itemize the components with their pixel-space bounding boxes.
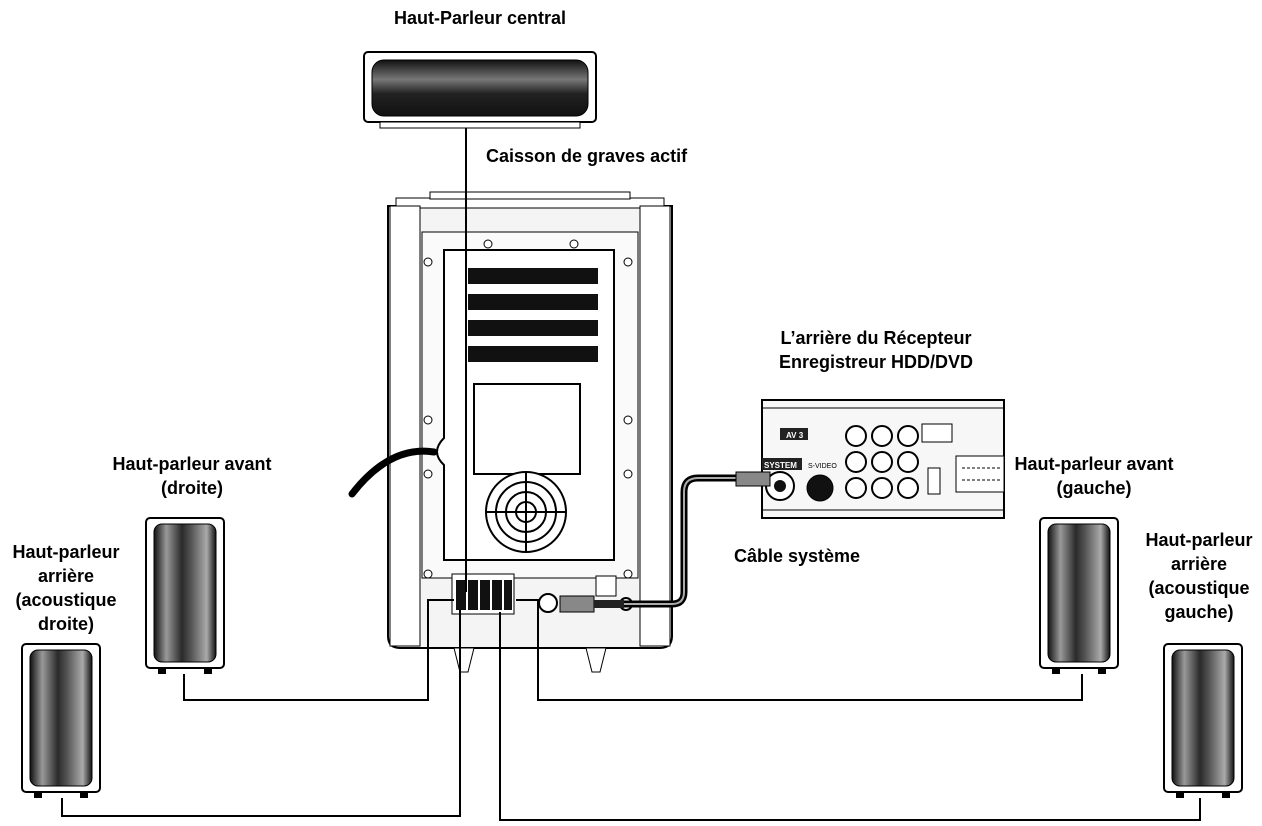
speaker-terminals bbox=[451, 573, 515, 615]
center-speaker bbox=[363, 51, 597, 129]
front-right-label-line1: Haut-parleur avant bbox=[112, 454, 272, 474]
subwoofer-label: Caisson de graves actif bbox=[486, 146, 688, 166]
wire-rear-left bbox=[499, 612, 1201, 821]
receiver-label-line2: Enregistreur HDD/DVD bbox=[778, 352, 974, 372]
rear-left-label-line2: arrière bbox=[1170, 554, 1228, 574]
av-jack-text: AV 3 bbox=[786, 431, 804, 440]
rear-left-label-line1: Haut-parleur bbox=[1145, 530, 1253, 550]
front-right-speaker bbox=[145, 517, 225, 674]
front-left-label: Haut-parleur avant (gauche) bbox=[994, 452, 1194, 500]
rear-left-label: Haut-parleur arrière (acoustique gauche) bbox=[1136, 528, 1262, 624]
rear-right-speaker bbox=[21, 643, 101, 798]
system-jack-text: SYSTEM bbox=[764, 461, 797, 470]
center-speaker-label: Haut-Parleur central bbox=[393, 8, 567, 28]
svideo-jack-text: S-VIDEO bbox=[808, 463, 837, 470]
front-left-label-line1: Haut-parleur avant bbox=[1014, 454, 1174, 474]
rca-jacks bbox=[845, 425, 919, 499]
front-left-speaker bbox=[1039, 517, 1119, 674]
rear-left-speaker bbox=[1163, 643, 1243, 798]
rear-left-label-line4: gauche) bbox=[1164, 602, 1234, 622]
rear-right-label-line3: (acoustique bbox=[15, 590, 117, 610]
system-cable-label: Câble système bbox=[734, 546, 861, 566]
receiver-label: L’arrière du Récepteur Enregistreur HDD/… bbox=[746, 326, 1006, 374]
rear-right-label-line4: droite) bbox=[38, 614, 94, 634]
screws bbox=[423, 239, 633, 579]
rear-left-label-line3: (acoustique bbox=[1148, 578, 1250, 598]
wire-rear-right bbox=[61, 610, 461, 817]
wire-front-left bbox=[516, 599, 1083, 701]
power-cord bbox=[348, 447, 438, 498]
front-right-label-line2: (droite) bbox=[161, 478, 223, 498]
vent-slots bbox=[468, 268, 598, 362]
rear-right-label-line1: Haut-parleur bbox=[12, 542, 120, 562]
fan-grill bbox=[485, 471, 567, 553]
receiver-rear-panel: AV 3 SYSTEM S-VIDEO bbox=[761, 399, 1005, 519]
system-cable bbox=[559, 471, 771, 613]
receiver-label-line1: L’arrière du Récepteur bbox=[780, 328, 972, 348]
rear-right-label-line2: arrière bbox=[37, 566, 95, 586]
speaker-wires bbox=[61, 128, 1201, 821]
wire-front-right bbox=[183, 599, 454, 701]
front-right-label: Haut-parleur avant (droite) bbox=[92, 452, 292, 500]
subwoofer bbox=[387, 191, 673, 673]
front-left-label-line2: (gauche) bbox=[1056, 478, 1132, 498]
rear-right-label: Haut-parleur arrière (acoustique droite) bbox=[0, 540, 132, 636]
